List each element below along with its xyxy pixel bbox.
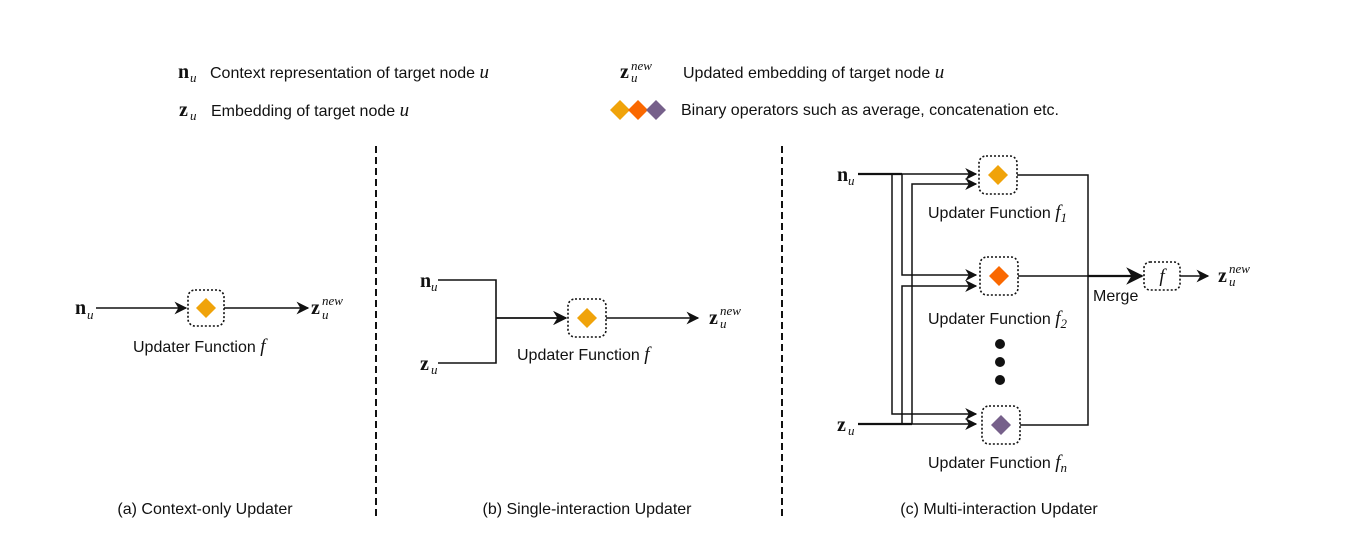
input-n-u: n bbox=[75, 297, 86, 319]
panel-c: n u z u Updater Function f1 Updater Func… bbox=[837, 155, 1250, 518]
legend-symbol-n: n bbox=[178, 61, 189, 83]
legend-symbol-sub: u bbox=[190, 70, 197, 85]
function-label-2: Updater Function f2 bbox=[928, 308, 1067, 331]
function-label-n: Updater Function fn bbox=[928, 452, 1067, 475]
n-routing bbox=[891, 168, 978, 420]
panel-b: n u z u z u new Updater Function f (b) S… bbox=[420, 270, 741, 518]
diamond-yellow-icon bbox=[196, 298, 216, 318]
legend-item-embedding: z u Embedding of target node u bbox=[179, 99, 409, 123]
input-sub: u bbox=[87, 307, 94, 322]
input-join bbox=[438, 279, 497, 364]
caption-c: (c) Multi-interaction Updater bbox=[900, 501, 1098, 518]
merge-bus bbox=[1017, 174, 1089, 426]
output-z-new: z bbox=[1218, 265, 1227, 287]
output-sub: u bbox=[1229, 274, 1236, 289]
legend-symbol-z-new: z bbox=[620, 61, 629, 83]
output-sub: u bbox=[720, 316, 727, 331]
output-z-new: z bbox=[709, 307, 718, 329]
merge-function-label: f bbox=[1159, 266, 1167, 287]
legend-text-operators: Binary operators such as average, concat… bbox=[681, 102, 1059, 119]
output-sup: new bbox=[322, 293, 343, 308]
legend: n u Context representation of target nod… bbox=[178, 58, 1059, 123]
merge-label: Merge bbox=[1093, 288, 1138, 305]
diamond-orange-icon bbox=[989, 266, 1009, 286]
ellipsis-dot bbox=[995, 375, 1005, 385]
updater-function-box bbox=[567, 298, 607, 338]
legend-text-embedding: Embedding of target node u bbox=[211, 100, 409, 121]
ellipsis-dot bbox=[995, 339, 1005, 349]
legend-symbol-sub: u bbox=[190, 108, 197, 123]
function-label: Updater Function f bbox=[133, 336, 268, 357]
caption-b: (b) Single-interaction Updater bbox=[483, 501, 693, 518]
legend-symbol-sub: u bbox=[631, 70, 638, 85]
input-z-u: z bbox=[420, 353, 429, 375]
updater-function-box-2 bbox=[979, 256, 1019, 296]
updater-function-box-n bbox=[981, 405, 1021, 445]
input-sub: u bbox=[848, 423, 855, 438]
caption-a: (a) Context-only Updater bbox=[117, 501, 293, 518]
ellipsis-dot bbox=[995, 357, 1005, 367]
legend-item-updated: z u new Updated embedding of target node… bbox=[620, 58, 944, 85]
function-label: Updater Function f bbox=[517, 344, 652, 365]
legend-text-context: Context representation of target node u bbox=[210, 62, 489, 83]
panel-a: n u z u new Updater Function f (a) Conte… bbox=[75, 289, 343, 518]
legend-symbol-sup: new bbox=[631, 58, 652, 73]
diamond-yellow-icon bbox=[577, 308, 597, 328]
function-label-1: Updater Function f1 bbox=[928, 202, 1067, 225]
diamond-yellow-icon bbox=[610, 100, 630, 120]
input-n-u: n bbox=[420, 270, 431, 292]
diamond-yellow-icon bbox=[988, 165, 1008, 185]
updater-function-box-1 bbox=[978, 155, 1018, 195]
output-sup: new bbox=[720, 303, 741, 318]
diamond-purple-icon bbox=[991, 415, 1011, 435]
input-sub: u bbox=[431, 279, 438, 294]
diamond-purple-icon bbox=[646, 100, 666, 120]
z-routing bbox=[901, 178, 978, 430]
output-z-new: z bbox=[311, 297, 320, 319]
input-z-u: z bbox=[837, 414, 846, 436]
legend-item-context: n u Context representation of target nod… bbox=[178, 61, 489, 85]
input-sub: u bbox=[431, 362, 438, 377]
input-sub: u bbox=[848, 173, 855, 188]
legend-symbol-z: z bbox=[179, 99, 188, 121]
updater-function-box bbox=[187, 289, 225, 327]
output-sub: u bbox=[322, 307, 329, 322]
input-n-u: n bbox=[837, 164, 848, 186]
legend-text-updated: Updated embedding of target node u bbox=[683, 62, 944, 83]
output-sup: new bbox=[1229, 261, 1250, 276]
legend-item-operators: Binary operators such as average, concat… bbox=[610, 100, 1059, 120]
diamond-orange-icon bbox=[628, 100, 648, 120]
